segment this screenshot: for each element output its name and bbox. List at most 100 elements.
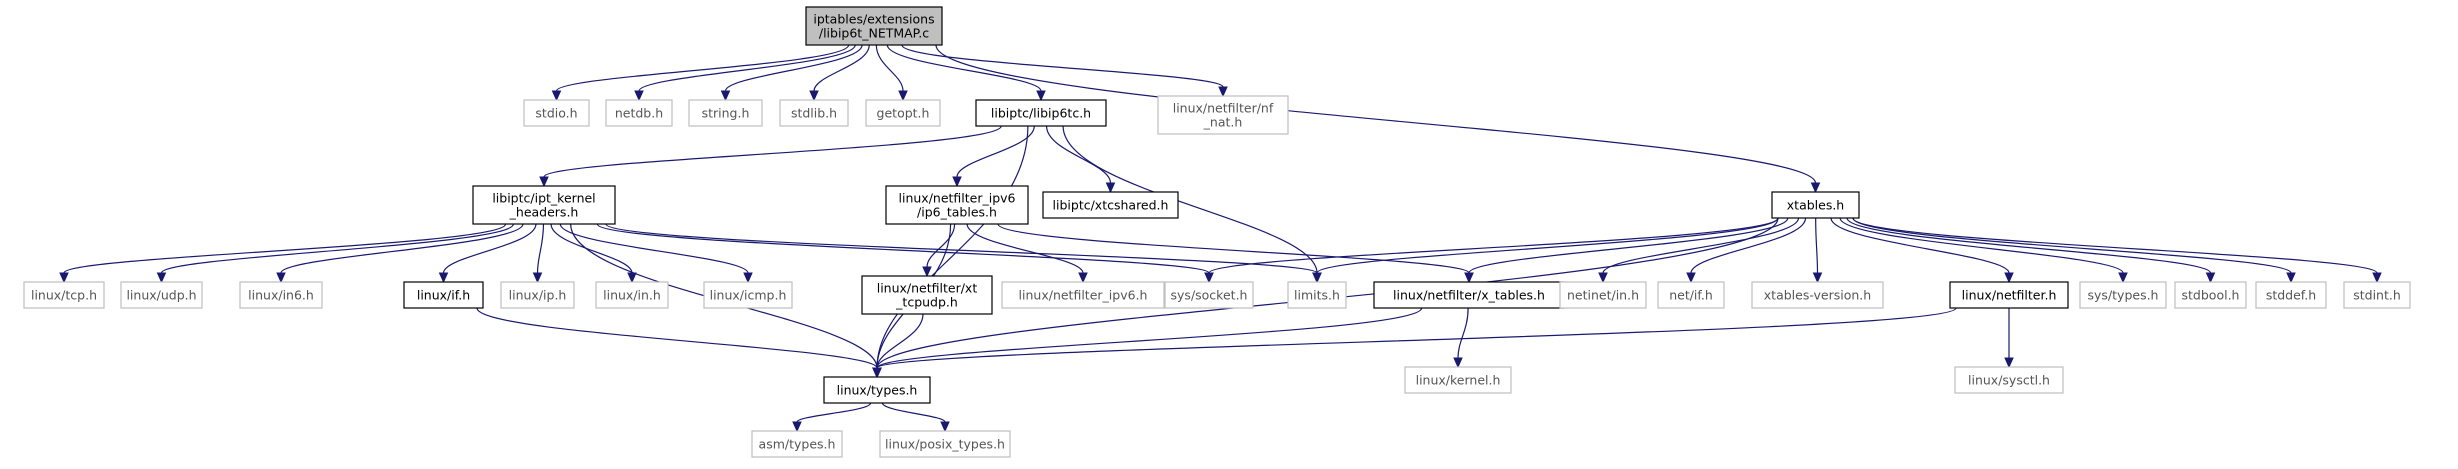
node-box <box>23 281 105 309</box>
edge-iptkh-to-in6 <box>276 223 524 284</box>
edge-xtables-to-netinetin <box>1598 217 1800 284</box>
node-box <box>1164 281 1254 309</box>
node-xtables[interactable]: xtables.h <box>1771 191 1860 219</box>
node-box <box>1157 95 1289 135</box>
node-label: linux/netfilter_ipv6 <box>899 191 1016 206</box>
node-xtab[interactable]: linux/netfilter/x_tables.h <box>1373 281 1565 309</box>
node-label: linux/netfilter/x_tables.h <box>1393 288 1545 303</box>
node-libip6tc[interactable]: libiptc/libip6tc.h <box>975 99 1107 127</box>
edge-iptkh-to-tcp <box>59 223 507 284</box>
node-tcp: linux/tcp.h <box>23 281 105 309</box>
edge-arrowhead <box>1598 272 1608 284</box>
node-stddef: stddef.h <box>2255 281 2327 309</box>
edge-arrowhead <box>1464 272 1474 284</box>
node-box <box>779 99 849 127</box>
edge-xtables-to-xtver <box>1812 217 1823 284</box>
node-box <box>1373 281 1565 309</box>
edge-iptkh-to-icmp <box>559 223 753 284</box>
node-box <box>239 281 323 309</box>
node-tcpudp[interactable]: linux/netfilter/xt_tcpudp.h <box>861 275 993 315</box>
edge-iptkh-to-iph <box>532 223 545 284</box>
node-label: linux/in.h <box>603 288 661 303</box>
edge-iptkh-to-ifh <box>438 223 537 284</box>
edge-line <box>543 125 1002 178</box>
edge-line <box>280 223 524 274</box>
edge-arrowhead <box>1453 357 1463 369</box>
node-iptkh[interactable]: libiptc/ipt_kernel_headers.h <box>472 185 616 225</box>
node-label: linux/netfilter/xt <box>877 281 978 296</box>
node-box <box>879 430 1011 458</box>
node-label: iptables/extensions <box>813 12 934 27</box>
node-netif: net/if.h <box>1657 281 1725 309</box>
node-box <box>1771 191 1860 219</box>
edge-line <box>886 44 1042 92</box>
edge-line <box>596 223 1210 274</box>
node-ip6tables[interactable]: linux/netfilter_ipv6/ip6_tables.h <box>885 185 1029 225</box>
node-kernel: linux/kernel.h <box>1404 366 1512 394</box>
edge-line <box>1852 217 2292 274</box>
edge-line <box>1208 217 1779 274</box>
node-label: _nat.h <box>1203 115 1243 130</box>
edge-arrowhead <box>2205 272 2216 284</box>
edge-iptkh-to-udp <box>156 223 514 284</box>
edge-line <box>966 223 1084 274</box>
node-sysctl: linux/sysctl.h <box>1954 366 2064 394</box>
edge-line <box>1839 217 2124 274</box>
node-ifh[interactable]: linux/if.h <box>403 281 484 309</box>
edge-arrowhead <box>1218 86 1228 98</box>
node-nfipv6: linux/netfilter_ipv6.h <box>1001 281 1165 309</box>
node-udp: linux/udp.h <box>120 281 203 309</box>
node-box <box>1042 191 1179 219</box>
node-xtcshared[interactable]: libiptc/xtcshared.h <box>1042 191 1179 219</box>
node-root[interactable]: iptables/extensions/libip6t_NETMAP.c <box>805 6 943 46</box>
edge-arrowhead <box>532 272 543 284</box>
edge-iptkh-to-syssocket <box>596 223 1214 284</box>
edge-ip6tables-to-tcpudp <box>922 223 956 278</box>
node-ltypes[interactable]: linux/types.h <box>823 376 931 404</box>
edge-arrowhead <box>898 90 908 102</box>
edge-arrowhead <box>1686 272 1696 284</box>
node-nfnat: linux/netfilter/nf_nat.h <box>1157 95 1289 135</box>
edge-netfilter-to-ltypes <box>872 307 1957 379</box>
node-label: stdint.h <box>2353 288 2401 303</box>
node-inh: linux/in.h <box>595 281 669 309</box>
node-posix: linux/posix_types.h <box>879 430 1011 458</box>
node-stdint: stdint.h <box>2343 281 2411 309</box>
node-label: sys/socket.h <box>1171 288 1248 303</box>
node-label: linux/netfilter.h <box>1962 288 2057 303</box>
node-box <box>1404 366 1512 394</box>
edge-arrowhead <box>1810 182 1821 194</box>
edge-line <box>875 44 904 92</box>
edge-arrowhead <box>872 367 882 379</box>
edge-arrowhead <box>1078 272 1088 284</box>
edge-line <box>605 223 1318 274</box>
edge-arrowhead <box>551 90 562 102</box>
node-label: linux/ip.h <box>509 288 567 303</box>
node-box <box>751 430 843 458</box>
node-box <box>688 99 763 127</box>
node-label: libiptc/xtcshared.h <box>1053 198 1169 213</box>
node-label: linux/udp.h <box>126 288 196 303</box>
edge-netfilter-to-sysctl <box>2004 307 2014 369</box>
node-iph: linux/ip.h <box>500 281 575 309</box>
edge-arrowhead <box>156 272 167 284</box>
node-label: net/if.h <box>1669 288 1713 303</box>
edge-ifh-to-ltypes <box>476 307 882 379</box>
node-netfilter[interactable]: linux/netfilter.h <box>1949 281 2069 309</box>
edge-line <box>1846 217 2212 274</box>
node-box <box>1657 281 1725 309</box>
node-label: _tcpudp.h <box>895 295 958 310</box>
node-getopt: getopt.h <box>865 99 941 127</box>
edge-line <box>536 223 545 274</box>
edge-root-to-stdlib <box>809 44 870 102</box>
edge-arrowhead <box>809 90 819 102</box>
edge-line <box>1457 307 1469 359</box>
node-label: limits.h <box>1294 288 1340 303</box>
edge-arrowhead <box>720 90 731 102</box>
node-box <box>2343 281 2411 309</box>
edge-line <box>1602 217 1800 274</box>
edge-line <box>442 223 537 274</box>
edge-line <box>876 307 1957 369</box>
edge-libip6tc-to-iptkh <box>539 125 1002 188</box>
node-stdlib: stdlib.h <box>779 99 849 127</box>
